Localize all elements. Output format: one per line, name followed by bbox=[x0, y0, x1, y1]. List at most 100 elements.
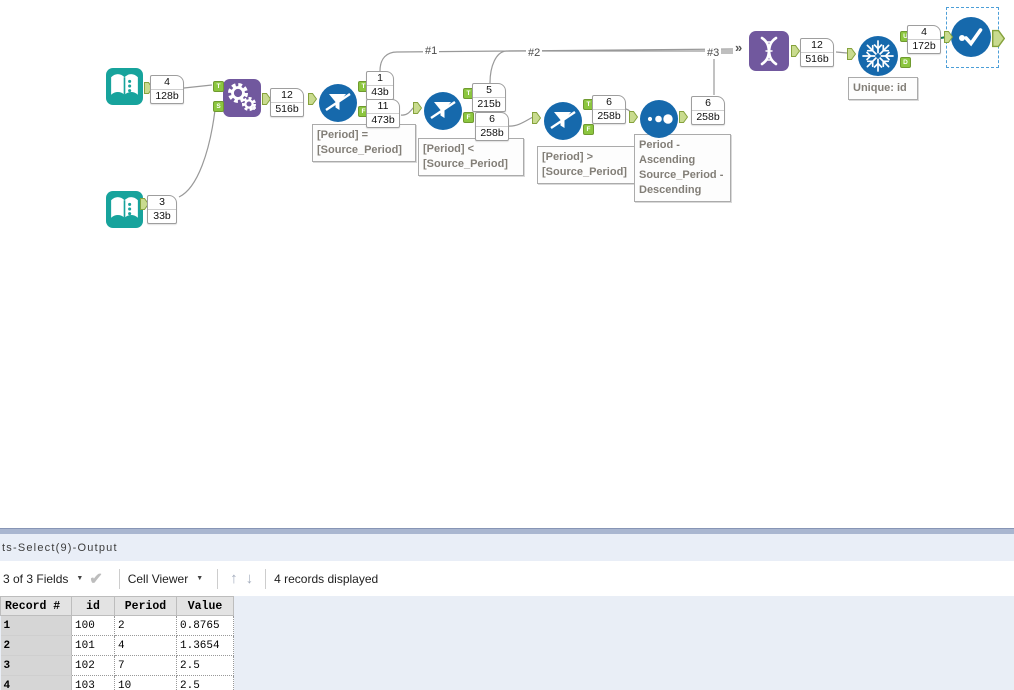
tool-sort[interactable] bbox=[640, 100, 678, 138]
output-anchor[interactable] bbox=[791, 45, 800, 57]
chevron-down-icon[interactable]: ▼ bbox=[196, 575, 204, 582]
tool-annotation-unique[interactable]: Unique: id bbox=[848, 77, 918, 100]
badge-size: 33b bbox=[153, 210, 171, 222]
record-count-badge: 12 516b bbox=[270, 88, 304, 117]
column-header-id[interactable]: id bbox=[71, 596, 115, 616]
table-row: 1 100 2 0.8765 bbox=[0, 615, 234, 636]
tool-union[interactable] bbox=[749, 31, 789, 71]
record-count-badge: 3 33b bbox=[147, 195, 177, 224]
output-anchor[interactable] bbox=[992, 29, 1005, 48]
cell-id[interactable]: 101 bbox=[71, 635, 115, 656]
badge-count: 12 bbox=[271, 89, 303, 103]
filter-funnel-icon bbox=[325, 93, 351, 111]
output-anchor[interactable] bbox=[140, 198, 149, 210]
record-count-badge: 4 128b bbox=[150, 75, 184, 104]
badge-count: 3 bbox=[148, 196, 176, 210]
badge-size: 258b bbox=[597, 110, 621, 122]
cell-value[interactable]: 2.5 bbox=[176, 655, 234, 676]
annotation-line: Ascending bbox=[639, 154, 696, 166]
tool-filter-3[interactable] bbox=[544, 102, 582, 140]
cell-id[interactable]: 103 bbox=[71, 675, 115, 690]
row-number-cell[interactable]: 3 bbox=[0, 655, 72, 676]
table-row: 4 103 10 2.5 bbox=[0, 675, 234, 690]
tool-annotation-sort[interactable]: Period - Ascending Source_Period - Desce… bbox=[634, 134, 731, 202]
anchor-label-s[interactable]: S bbox=[213, 101, 224, 112]
cell-period[interactable]: 7 bbox=[114, 655, 177, 676]
table-row: 2 101 4 1.3654 bbox=[0, 635, 234, 656]
tool-annotation-filter1[interactable]: [Period] = [Source_Period] bbox=[312, 124, 416, 162]
column-header-period[interactable]: Period bbox=[114, 596, 177, 616]
record-count-badge: 5 215b bbox=[472, 83, 506, 112]
select-check-icon bbox=[959, 28, 983, 47]
output-anchor[interactable] bbox=[262, 93, 271, 105]
fields-dropdown[interactable]: 3 of 3 Fields bbox=[3, 571, 69, 586]
annotation-line: [Period] = bbox=[317, 129, 369, 141]
cell-viewer-dropdown[interactable]: Cell Viewer bbox=[127, 571, 189, 586]
results-toolbar: 3 of 3 Fields ▼ ✔ Cell Viewer ▼ ↑ ↓ 4 re… bbox=[0, 562, 1014, 595]
badge-count: 5 bbox=[473, 84, 505, 98]
badge-size: 258b bbox=[480, 127, 504, 139]
input-anchor[interactable] bbox=[847, 48, 856, 60]
cell-value[interactable]: 2.5 bbox=[176, 675, 234, 690]
output-anchor[interactable] bbox=[679, 111, 688, 123]
badge-size: 258b bbox=[696, 111, 720, 123]
tool-select[interactable] bbox=[951, 17, 991, 57]
badge-size: 516b bbox=[805, 53, 829, 65]
row-number-cell[interactable]: 4 bbox=[0, 675, 72, 690]
toolbar-divider bbox=[118, 568, 120, 589]
annotation-line: Descending bbox=[639, 184, 702, 196]
cell-value[interactable]: 0.8765 bbox=[176, 615, 234, 636]
tool-join-macro[interactable] bbox=[223, 79, 261, 117]
cell-period[interactable]: 2 bbox=[114, 615, 177, 636]
record-count-badge: 11 473b bbox=[366, 99, 400, 128]
multi-input-anchor-icon[interactable]: » bbox=[735, 40, 742, 55]
record-count-badge: 1 43b bbox=[366, 71, 394, 100]
record-count-badge: 4 172b bbox=[907, 25, 941, 54]
badge-size: 43b bbox=[371, 86, 389, 98]
badge-count: 6 bbox=[476, 113, 508, 127]
tool-unique[interactable] bbox=[858, 36, 898, 76]
badge-count: 12 bbox=[801, 39, 833, 53]
panel-splitter[interactable] bbox=[0, 528, 1014, 534]
tool-input-data-2[interactable] bbox=[106, 191, 143, 228]
anchor-label-duplicate[interactable]: D bbox=[900, 57, 911, 68]
tool-input-data-1[interactable] bbox=[106, 68, 143, 105]
down-arrow-icon[interactable]: ↓ bbox=[245, 570, 254, 587]
cell-value[interactable]: 1.3654 bbox=[176, 635, 234, 656]
row-number-cell[interactable]: 1 bbox=[0, 615, 72, 636]
sort-dots-icon bbox=[647, 114, 673, 124]
workflow-canvas[interactable]: #1 #2 #3 [Period] = [Source_Period] [Per… bbox=[0, 0, 1014, 528]
records-displayed-label: 4 records displayed bbox=[274, 571, 379, 586]
column-header-value[interactable]: Value bbox=[176, 596, 234, 616]
annotation-line: [Source_Period] bbox=[423, 158, 508, 170]
record-count-badge: 12 516b bbox=[800, 38, 834, 67]
annotation-line: Period - bbox=[639, 139, 680, 151]
row-number-cell[interactable]: 2 bbox=[0, 635, 72, 656]
cell-period[interactable]: 4 bbox=[114, 635, 177, 656]
input-anchor[interactable] bbox=[532, 112, 541, 124]
badge-size: 516b bbox=[275, 103, 299, 115]
book-icon bbox=[111, 74, 138, 95]
tool-filter-2[interactable] bbox=[424, 92, 462, 130]
up-arrow-icon[interactable]: ↑ bbox=[230, 570, 238, 587]
input-anchor[interactable] bbox=[413, 102, 422, 114]
input-anchor[interactable] bbox=[944, 31, 953, 43]
badge-count: 11 bbox=[367, 100, 399, 114]
tool-annotation-filter2[interactable]: [Period] < [Source_Period] bbox=[418, 138, 524, 176]
cell-id[interactable]: 100 bbox=[71, 615, 115, 636]
column-header-record[interactable]: Record # bbox=[0, 596, 72, 616]
badge-count: 4 bbox=[908, 26, 940, 40]
anchor-label-false[interactable]: F bbox=[463, 112, 474, 123]
tool-filter-1[interactable] bbox=[319, 84, 357, 122]
input-anchor[interactable] bbox=[629, 111, 638, 123]
results-table: Record # id Period Value 1 100 2 0.8765 … bbox=[0, 596, 234, 690]
cell-period[interactable]: 10 bbox=[114, 675, 177, 690]
cell-id[interactable]: 102 bbox=[71, 655, 115, 676]
tool-annotation-filter3[interactable]: [Period] > [Source_Period] bbox=[537, 146, 635, 184]
input-anchor[interactable] bbox=[308, 93, 317, 105]
chevron-down-icon[interactable]: ▼ bbox=[76, 575, 84, 582]
anchor-label-t[interactable]: T bbox=[213, 81, 224, 92]
apply-checkmark-icon[interactable]: ✔ bbox=[89, 570, 103, 588]
anchor-label-false[interactable]: F bbox=[583, 124, 594, 135]
